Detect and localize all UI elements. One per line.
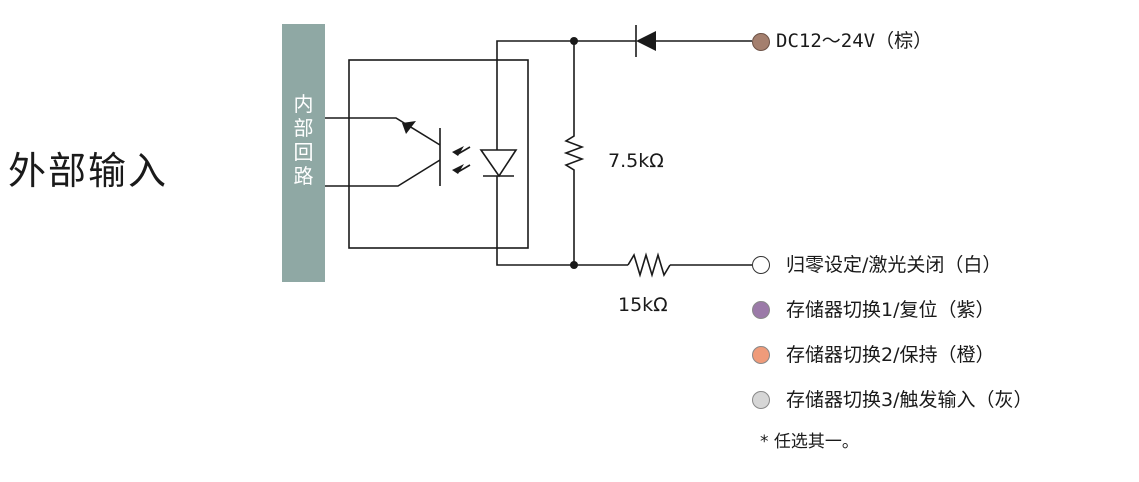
diagram-title: 外部输入 <box>8 149 169 193</box>
input-label: 归零设定/激光关闭（白） <box>786 254 1002 276</box>
resistor-15k-label: 15kΩ <box>618 294 668 316</box>
block-char: 回 <box>293 140 314 164</box>
supply-terminal-dot <box>752 33 770 51</box>
input-label: 存储器切换1/复位（紫） <box>786 299 995 321</box>
optocoupler-outline <box>348 59 529 249</box>
input-label: 存储器切换3/触发输入（灰） <box>786 389 1033 411</box>
input-label: 存储器切换2/保持（橙） <box>786 344 995 366</box>
internal-circuit-block: 内 部 回 路 <box>282 24 325 282</box>
junction-top <box>570 37 578 45</box>
resistor-15k <box>627 252 671 278</box>
block-char: 路 <box>293 164 314 188</box>
resistor-7-5k <box>563 128 585 176</box>
light-arrow-shaft <box>457 164 471 173</box>
led-triangle <box>479 149 518 178</box>
transistor-emitter-wire <box>325 159 441 187</box>
resistor-7-5k-label: 7.5kΩ <box>608 150 664 172</box>
transistor-emitter-arrow <box>402 121 416 134</box>
input-terminal-dot <box>752 301 770 319</box>
transistor-collector-wire <box>325 117 441 146</box>
led-lower-wire <box>496 176 574 266</box>
block-char: 部 <box>293 116 314 140</box>
led-upper-wire <box>496 40 574 150</box>
light-arrow <box>452 146 464 156</box>
input-terminal-dot <box>752 256 770 274</box>
light-arrow-shaft <box>457 146 471 155</box>
footnote: * 任选其一。 <box>760 432 859 452</box>
input-terminal-dot <box>752 346 770 364</box>
light-arrow <box>452 164 464 174</box>
input-terminal-dot <box>752 391 770 409</box>
diode-arrow <box>636 31 656 51</box>
block-char: 内 <box>293 92 314 116</box>
junction-bottom <box>570 261 578 269</box>
supply-label: DC12～24V（棕） <box>776 30 933 52</box>
